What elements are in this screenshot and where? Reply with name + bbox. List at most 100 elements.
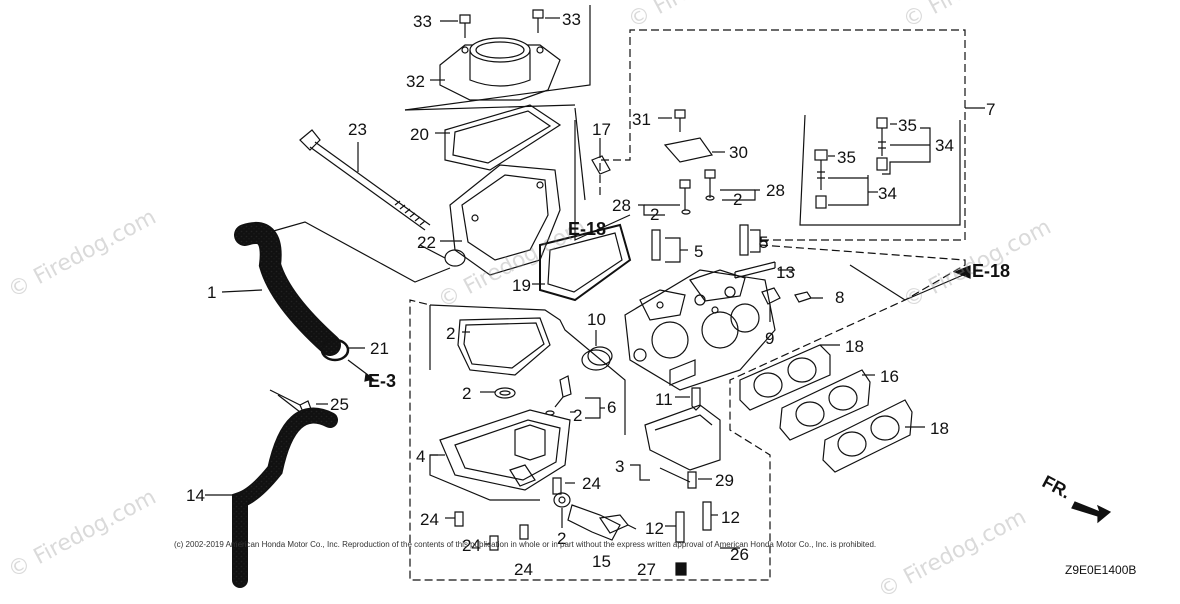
gasket-part-2-chamber <box>457 317 551 376</box>
callout-35-top: 35 <box>898 116 917 135</box>
bolt-33-right <box>532 9 544 33</box>
callout-2-b: 2 <box>733 190 743 209</box>
callout-25: 25 <box>330 395 349 414</box>
callout-10: 10 <box>587 310 606 329</box>
callout-8: 8 <box>835 288 845 307</box>
callout-23: 23 <box>348 120 367 139</box>
screw-part-24-d <box>519 524 529 540</box>
callout-2-c: 2 <box>446 324 456 343</box>
callout-24-d: 24 <box>514 560 533 579</box>
float-chamber-part-4 <box>439 409 571 491</box>
callout-19: 19 <box>512 276 531 295</box>
callout-16: 16 <box>880 367 899 386</box>
callout-3: 3 <box>615 457 625 476</box>
callout-34-top: 34 <box>935 136 954 155</box>
plate-part-30 <box>663 137 714 163</box>
gasket-part-20 <box>444 104 562 171</box>
screw-part-12-b <box>702 501 712 531</box>
drain-screw-part-6 <box>554 375 572 408</box>
screw-part-31 <box>674 109 686 132</box>
callout-24-b: 24 <box>420 510 439 529</box>
callout-5-left: 5 <box>694 242 704 261</box>
pilot-screw-5-b <box>739 224 749 256</box>
callout-11: 11 <box>655 390 673 409</box>
float-valve-part-11 <box>691 387 701 411</box>
cap-part-27 <box>675 562 687 576</box>
reference-e18-top: E-18 <box>568 219 607 239</box>
carburetor-body <box>624 269 776 391</box>
callout-2-d: 2 <box>462 384 472 403</box>
callout-31: 31 <box>632 110 651 129</box>
callout-28-left: 28 <box>612 196 631 215</box>
solenoid-part-15 <box>567 504 637 541</box>
pin-part-13 <box>734 261 776 279</box>
callout-33-left: 33 <box>413 12 432 31</box>
callout-26: 26 <box>730 545 749 564</box>
gasket-part-18-bottom <box>822 399 913 473</box>
pilot-screw-5-a <box>651 229 661 261</box>
callout-2-e: 2 <box>573 406 583 425</box>
part-9 <box>761 287 781 305</box>
diagram-code: Z9E0E1400B <box>1065 563 1137 577</box>
tube-part-1 <box>235 223 340 355</box>
screw-part-28-a <box>679 179 691 210</box>
callout-35-bottom: 35 <box>837 148 856 167</box>
filter-part-17 <box>591 155 611 175</box>
float-part-3 <box>644 404 721 471</box>
washer-part-2-b <box>553 492 571 508</box>
tube-part-14 <box>233 409 337 587</box>
callout-13: 13 <box>776 263 795 282</box>
callout-17: 17 <box>592 120 611 139</box>
air-duct-part-32 <box>439 37 561 101</box>
callout-5-right: 5 <box>759 233 769 252</box>
screw-part-8 <box>794 291 823 303</box>
screw-part-28-b <box>704 169 716 198</box>
callout-7: 7 <box>986 100 996 119</box>
clip-part-25 <box>299 400 312 413</box>
callout-32: 32 <box>406 72 425 91</box>
callout-20: 20 <box>410 125 429 144</box>
callout-2-a: 2 <box>650 205 660 224</box>
callout-28-right: 28 <box>766 181 785 200</box>
long-bolt-part-23 <box>299 129 431 231</box>
callout-34-bottom: 34 <box>878 184 897 203</box>
callout-14: 14 <box>186 486 205 505</box>
jets-part-34-35 <box>814 117 888 209</box>
screw-part-24-a <box>552 477 562 495</box>
callout-2-f: 2 <box>557 529 567 548</box>
callout-15: 15 <box>592 552 611 571</box>
callout-22: 22 <box>417 233 436 252</box>
gasket-part-16 <box>779 369 871 441</box>
callout-12-right: 12 <box>721 508 740 527</box>
screw-part-24-c <box>489 535 499 551</box>
callout-18-bottom: 18 <box>930 419 949 438</box>
reference-e3: E-3 <box>368 371 397 391</box>
callout-33-right: 33 <box>562 10 581 29</box>
screw-part-29 <box>687 471 697 489</box>
washer-part-2-a <box>494 387 516 399</box>
callout-30: 30 <box>729 143 748 162</box>
copyright-notice: (c) 2002-2019 American Honda Motor Co., … <box>174 540 877 549</box>
callout-6: 6 <box>607 398 617 417</box>
diagram-drawing <box>205 5 1112 588</box>
bolt-33-left <box>459 14 471 38</box>
callout-18-top: 18 <box>845 337 864 356</box>
screw-part-24-b <box>454 511 464 527</box>
screw-part-12-a <box>675 511 685 543</box>
insulator-part-10 <box>581 349 611 371</box>
callout-24-a: 24 <box>582 474 601 493</box>
reference-e18-right: E-18 <box>972 261 1011 281</box>
callout-21: 21 <box>370 339 389 358</box>
callout-4: 4 <box>416 447 426 466</box>
air-chamber-part-22 <box>419 164 561 276</box>
callout-24-c: 24 <box>462 536 481 555</box>
callout-12-left: 12 <box>645 519 664 538</box>
callout-27: 27 <box>637 560 656 579</box>
parts-diagram: © Firedog.com © Firedog.com © Firedog.co… <box>4 0 1137 604</box>
front-direction-arrow <box>1071 501 1112 524</box>
callout-29: 29 <box>715 471 734 490</box>
clamp-part-21 <box>320 338 350 362</box>
callout-1: 1 <box>207 283 217 302</box>
gasket-part-19 <box>539 223 632 302</box>
callout-9: 9 <box>765 329 775 348</box>
